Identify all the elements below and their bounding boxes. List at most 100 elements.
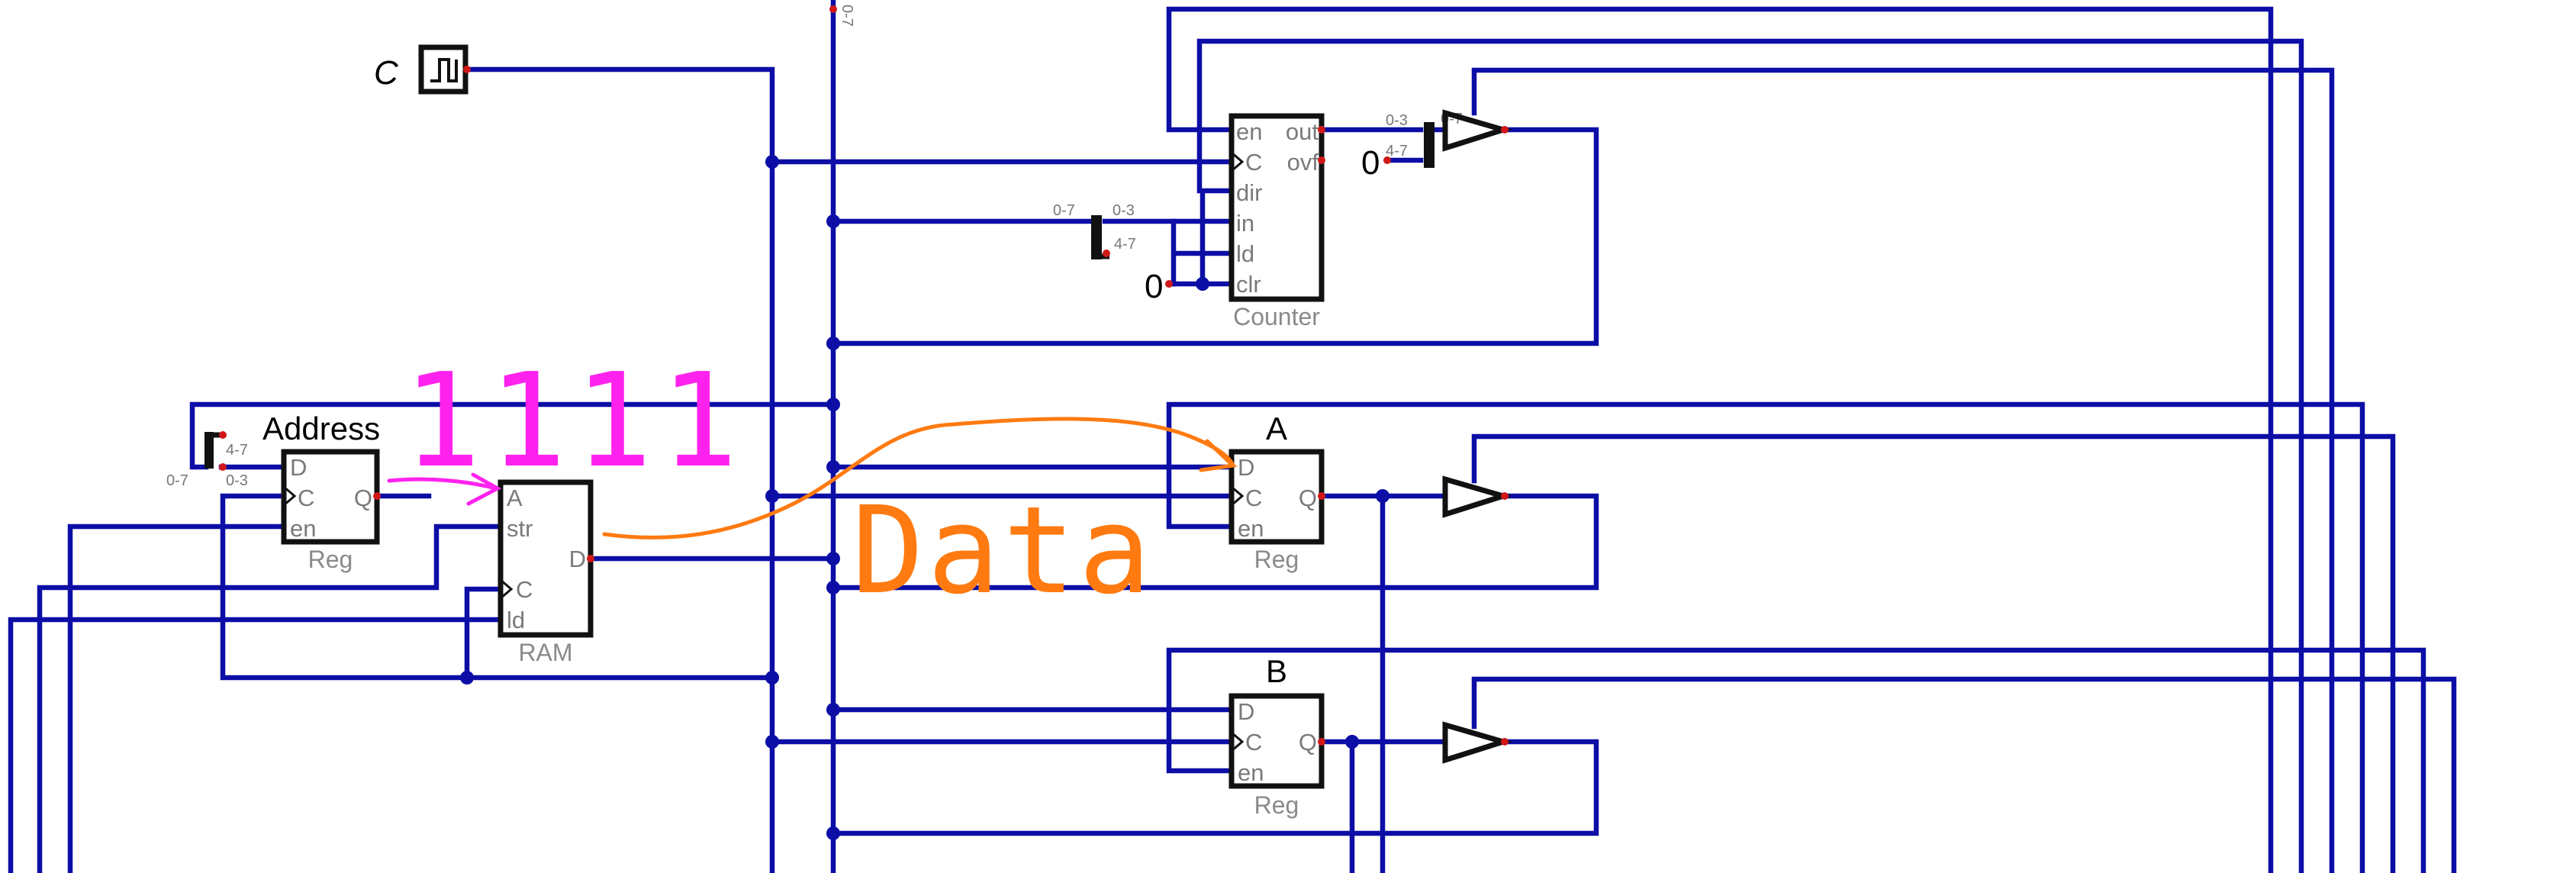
counter-pin-ovf: ovf bbox=[1287, 149, 1319, 176]
clock-source[interactable]: C bbox=[374, 44, 471, 95]
ctrl-reg-b-en-wire bbox=[1166, 647, 2426, 873]
junction bbox=[826, 214, 840, 228]
counter-pin-ld: ld bbox=[1236, 240, 1254, 267]
junction bbox=[765, 671, 779, 685]
address-value-annotation: 1111 bbox=[403, 346, 745, 497]
clock-to-ram-wire bbox=[464, 586, 504, 681]
junction bbox=[1345, 735, 1359, 749]
address-pin-q: Q bbox=[354, 485, 372, 511]
reg-a-pin-en: en bbox=[1238, 515, 1264, 542]
clock-pin bbox=[463, 66, 471, 73]
counter-pin-en: en bbox=[1236, 118, 1262, 145]
counter-ovf-pin bbox=[1318, 156, 1325, 164]
ctrl-ram-str-wire bbox=[37, 523, 504, 873]
clock-label: C bbox=[374, 54, 399, 92]
splitter-pin bbox=[219, 431, 227, 439]
ctrl-address-en-wire bbox=[67, 523, 287, 873]
counter-in-splitter[interactable]: 0-7 0-3 4-7 bbox=[1053, 202, 1136, 259]
junction bbox=[826, 398, 840, 411]
splitter-bar bbox=[204, 432, 214, 469]
bus-label: 0-7 bbox=[839, 5, 855, 27]
counter-out-high-constant: 0 bbox=[1361, 144, 1380, 182]
counter-pin-clr: clr bbox=[1236, 271, 1261, 298]
bus-pin bbox=[829, 5, 837, 13]
splitter-label: 0-7 bbox=[1053, 202, 1075, 219]
counter-out-splitter[interactable]: 0-3 4-7 0-7 bbox=[1386, 111, 1463, 168]
buffer-triangle[interactable] bbox=[1442, 475, 1513, 518]
address-pin-d: D bbox=[290, 454, 307, 481]
splitter-bar bbox=[1091, 215, 1102, 259]
reg-a-pin-q: Q bbox=[1299, 485, 1317, 511]
reg-a-title: A bbox=[1266, 411, 1287, 446]
junction bbox=[765, 489, 779, 503]
splitter-pin bbox=[1103, 250, 1110, 257]
junction bbox=[826, 552, 840, 565]
reg-a-body[interactable] bbox=[1228, 449, 1325, 545]
clock-triangle-icon bbox=[1231, 731, 1245, 752]
ram-name: RAM bbox=[518, 639, 572, 666]
splitter-label: 4-7 bbox=[1114, 236, 1136, 253]
ram-d-pin bbox=[587, 555, 594, 562]
ctrl-counter-oe-wire bbox=[1471, 67, 2335, 873]
reg-a-tristate-driver[interactable] bbox=[1442, 475, 1513, 518]
counter-tristate-driver[interactable] bbox=[1442, 109, 1513, 152]
splitter-bar bbox=[1424, 122, 1435, 168]
splitter-label: 0-3 bbox=[1386, 112, 1408, 129]
counter-out-pin bbox=[1318, 126, 1325, 134]
reg-b-pin-c: C bbox=[1245, 729, 1262, 755]
magenta-arrow bbox=[387, 472, 502, 506]
address-title: Address bbox=[262, 411, 380, 446]
address-pin-c: C bbox=[298, 485, 314, 511]
orange-annotation: Data bbox=[602, 417, 1238, 621]
buffer-triangle[interactable] bbox=[1442, 721, 1513, 764]
ram-pin-ld: ld bbox=[507, 607, 525, 633]
ram-pin-a: A bbox=[507, 485, 523, 511]
counter-body[interactable] bbox=[1228, 113, 1325, 302]
clock-box[interactable] bbox=[418, 44, 469, 95]
driver-out-pin bbox=[1501, 126, 1509, 134]
clock-pulse-icon bbox=[430, 58, 458, 82]
address-q-pin bbox=[373, 492, 381, 500]
junction bbox=[765, 735, 779, 749]
counter-pin-c: C bbox=[1245, 149, 1262, 176]
splitter-pin bbox=[219, 463, 227, 471]
counter-name: Counter bbox=[1233, 303, 1320, 330]
clock-triangle-icon bbox=[283, 485, 297, 507]
splitter-label: 4-7 bbox=[226, 442, 248, 459]
counter-driver-return-wire bbox=[830, 127, 1599, 346]
clock-triangle-icon bbox=[1231, 485, 1245, 507]
reg-b-pin-en: en bbox=[1238, 759, 1264, 786]
wires bbox=[8, 0, 2457, 873]
address-pin-en: en bbox=[290, 515, 316, 542]
reg-b-title: B bbox=[1266, 653, 1287, 689]
reg-a-name: Reg bbox=[1254, 546, 1299, 573]
reg-b-name: Reg bbox=[1254, 791, 1299, 819]
constant-pin bbox=[1383, 156, 1391, 164]
junction bbox=[765, 155, 779, 169]
counter-clr-constant: 0 bbox=[1145, 268, 1163, 305]
driver-out-pin bbox=[1501, 492, 1509, 500]
ram[interactable]: A str C ld D RAM bbox=[497, 479, 594, 666]
register-a[interactable]: A D C en Q Reg bbox=[1228, 411, 1325, 573]
register-b[interactable]: B D C en Q Reg bbox=[1228, 653, 1325, 819]
reg-b-pin-d: D bbox=[1238, 698, 1254, 725]
ctrl-counter-ld-wire bbox=[1196, 38, 2304, 873]
counter-ld-clr-wire bbox=[1170, 188, 1235, 287]
ram-pin-d: D bbox=[569, 546, 586, 572]
reg-a-q-pin bbox=[1318, 492, 1325, 500]
counter[interactable]: en C dir in ld clr out ovf Counter bbox=[1228, 113, 1325, 330]
splitter-label: 0-7 bbox=[166, 472, 188, 489]
buffer-triangle[interactable] bbox=[1442, 109, 1513, 152]
driver-out-pin bbox=[1501, 738, 1509, 746]
junction bbox=[826, 581, 840, 594]
counter-pin-dir: dir bbox=[1236, 179, 1262, 206]
junction bbox=[826, 703, 840, 717]
clock-triangle-icon bbox=[500, 578, 514, 600]
address-register[interactable]: Address D C en Q Reg bbox=[262, 411, 381, 573]
ctrl-reg-b-oe-wire bbox=[1471, 676, 2457, 873]
reg-b-tristate-driver[interactable] bbox=[1442, 721, 1513, 764]
address-splitter[interactable]: 0-7 0-3 4-7 bbox=[166, 431, 248, 489]
orange-arrow bbox=[602, 417, 1238, 540]
reg-b-q-pin bbox=[1318, 738, 1325, 746]
